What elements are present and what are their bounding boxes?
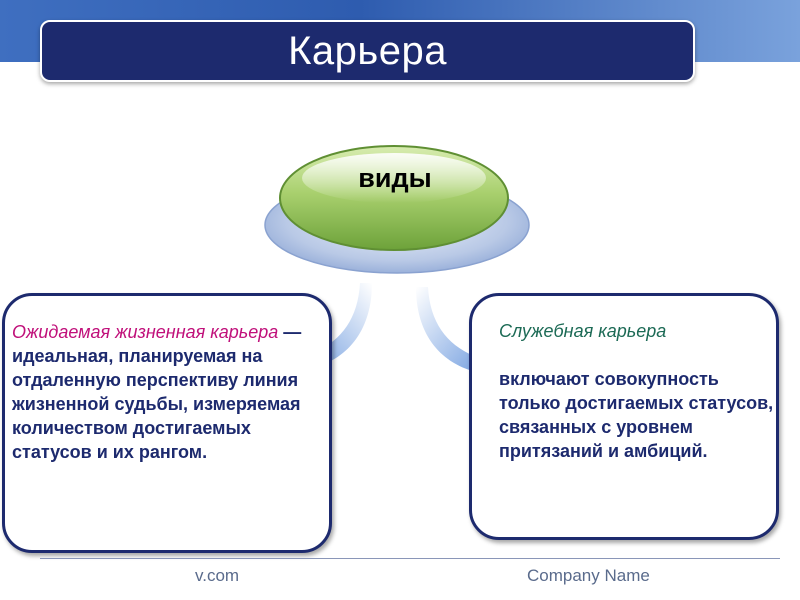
right-card-spacer — [499, 343, 779, 367]
footer-divider — [40, 558, 780, 559]
footer-company: Company Name — [527, 566, 650, 585]
slide-title: Карьера — [288, 28, 447, 73]
left-card-text: Ожидаемая жизненная карьера — идеальная,… — [12, 320, 327, 464]
title-banner: Карьера — [40, 20, 695, 82]
footer-website: v.com — [195, 566, 240, 585]
hub-shape — [264, 145, 530, 274]
right-card: Служебная карьера включают совокупность … — [469, 293, 779, 540]
hub-shine — [302, 153, 486, 203]
right-card-body: включают совокупность только достигаемых… — [499, 369, 774, 461]
right-card-text: Служебная карьера включают совокупность … — [499, 319, 779, 463]
left-card: Ожидаемая жизненная карьера — идеальная,… — [2, 293, 332, 553]
hub-label: виды — [358, 163, 432, 193]
left-card-body: — идеальная, планируемая на отдаленную п… — [12, 322, 302, 462]
left-card-term: Ожидаемая жизненная карьера — [12, 322, 279, 342]
right-card-term: Служебная карьера — [499, 321, 667, 341]
